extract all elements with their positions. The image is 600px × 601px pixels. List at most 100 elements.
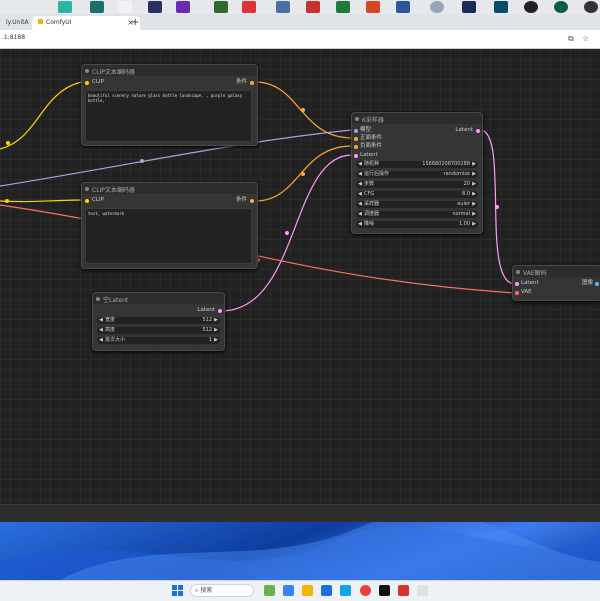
increment-arrow-icon[interactable]: ▶ — [472, 211, 476, 217]
taskbar-app-icon[interactable] — [398, 585, 409, 596]
negative-input-port[interactable] — [354, 145, 358, 149]
node-header[interactable]: K采样器 — [352, 113, 482, 124]
collapse-dot-icon[interactable] — [85, 69, 89, 73]
taskbar-app-icon[interactable] — [321, 585, 332, 596]
clip-text-encode-positive-node[interactable]: CLIP文本编码器 CLIP 条件 beautiful scenery natu… — [81, 64, 258, 146]
decrement-arrow-icon[interactable]: ◀ — [358, 201, 362, 207]
url-text[interactable]: .1:8188 — [2, 34, 26, 41]
taskbar-app-icon[interactable] — [264, 585, 275, 596]
translate-icon[interactable]: ⧉ — [568, 34, 574, 43]
app-icon[interactable] — [396, 1, 410, 13]
increment-arrow-icon[interactable]: ▶ — [472, 161, 476, 167]
app-icon[interactable] — [336, 1, 350, 13]
node-header[interactable]: 空Latent — [93, 293, 224, 304]
decrement-arrow-icon[interactable]: ◀ — [99, 317, 103, 323]
app-icon[interactable] — [462, 1, 476, 13]
new-tab-button[interactable]: + — [131, 17, 140, 28]
positive-input-port[interactable] — [354, 137, 358, 141]
taskbar-app-icon[interactable] — [360, 585, 371, 596]
increment-arrow-icon[interactable]: ▶ — [472, 191, 476, 197]
widget-value[interactable]: 20 — [463, 181, 470, 187]
widget-value[interactable]: 512 — [202, 327, 212, 333]
decrement-arrow-icon[interactable]: ◀ — [358, 171, 362, 177]
widget-value[interactable]: 512 — [202, 317, 212, 323]
clip-input-port[interactable] — [85, 81, 89, 85]
clip-text-encode-negative-node[interactable]: CLIP文本编码器 CLIP 条件 text, watermark — [81, 182, 258, 269]
app-icon[interactable] — [524, 1, 538, 13]
app-icon[interactable] — [494, 1, 508, 13]
taskbar-app-icon[interactable] — [379, 585, 390, 596]
app-icon[interactable] — [90, 1, 104, 13]
node-header[interactable]: VAE解码 — [513, 266, 600, 277]
collapse-dot-icon[interactable] — [85, 187, 89, 191]
increment-arrow-icon[interactable]: ▶ — [214, 337, 218, 343]
widget-value[interactable]: 156680208700288 — [422, 161, 470, 167]
increment-arrow-icon[interactable]: ▶ — [472, 171, 476, 177]
decrement-arrow-icon[interactable]: ◀ — [358, 191, 362, 197]
widget-value[interactable]: randomize — [443, 171, 470, 177]
node-graph-canvas[interactable]: CLIP文本编码器 CLIP 条件 beautiful scenery natu… — [0, 49, 600, 504]
decrement-arrow-icon[interactable]: ◀ — [358, 161, 362, 167]
browser-tab[interactable]: ly.UnitA — [0, 16, 30, 30]
widget-value[interactable]: normal — [452, 211, 470, 217]
increment-arrow-icon[interactable]: ▶ — [472, 181, 476, 187]
increment-arrow-icon[interactable]: ▶ — [472, 201, 476, 207]
decrement-arrow-icon[interactable]: ◀ — [358, 211, 362, 217]
increment-arrow-icon[interactable]: ▶ — [214, 327, 218, 333]
latent-output-port[interactable] — [476, 129, 480, 133]
image-output-port[interactable] — [595, 282, 599, 286]
app-icon[interactable] — [242, 1, 256, 13]
app-icon[interactable] — [58, 1, 72, 13]
widget-value[interactable]: 1.00 — [458, 221, 470, 227]
app-icon[interactable] — [584, 1, 598, 13]
conditioning-output-port[interactable] — [250, 81, 254, 85]
app-icon[interactable] — [430, 1, 444, 13]
app-icon[interactable] — [176, 1, 190, 13]
decrement-arrow-icon[interactable]: ◀ — [99, 327, 103, 333]
close-tab-icon[interactable]: × — [127, 18, 134, 27]
taskbar-search-box[interactable]: ⌕ 搜索 — [190, 584, 254, 597]
app-icon[interactable] — [306, 1, 320, 13]
decrement-arrow-icon[interactable]: ◀ — [358, 181, 362, 187]
widget-value[interactable]: euler — [457, 201, 470, 207]
node-header[interactable]: CLIP文本编码器 — [82, 183, 257, 194]
app-icon[interactable] — [214, 1, 228, 13]
widget-value[interactable]: 8.0 — [462, 191, 470, 197]
node-header[interactable]: CLIP文本编码器 — [82, 65, 257, 76]
conditioning-output-port[interactable] — [250, 199, 254, 203]
vae-input-port[interactable] — [515, 291, 519, 295]
prompt-textarea[interactable]: beautiful scenery nature glass bottle la… — [85, 90, 252, 142]
latent-input-port[interactable] — [354, 154, 358, 158]
clip-input-port[interactable] — [85, 199, 89, 203]
latent-input-port[interactable] — [515, 282, 519, 286]
widget-value[interactable]: 1 — [208, 337, 212, 343]
increment-arrow-icon[interactable]: ▶ — [214, 317, 218, 323]
latent-output-port[interactable] — [218, 309, 222, 313]
taskbar-app-icon[interactable] — [283, 585, 294, 596]
app-icon[interactable] — [276, 1, 290, 13]
decrement-arrow-icon[interactable]: ◀ — [99, 337, 103, 343]
address-bar[interactable]: .1:8188 ⧉ ☆ — [0, 30, 600, 49]
prompt-textarea[interactable]: text, watermark — [85, 208, 252, 264]
collapse-dot-icon[interactable] — [355, 117, 359, 121]
app-icon[interactable] — [554, 1, 568, 13]
bookmark-icon[interactable]: ☆ — [582, 34, 590, 43]
app-icon[interactable] — [118, 1, 132, 13]
collapse-dot-icon[interactable] — [516, 270, 520, 274]
taskbar-app-icon[interactable] — [302, 585, 313, 596]
browser-tab-active[interactable]: ComfyUI × — [32, 16, 140, 30]
taskbar-app-icon[interactable] — [340, 585, 351, 596]
increment-arrow-icon[interactable]: ▶ — [472, 221, 476, 227]
